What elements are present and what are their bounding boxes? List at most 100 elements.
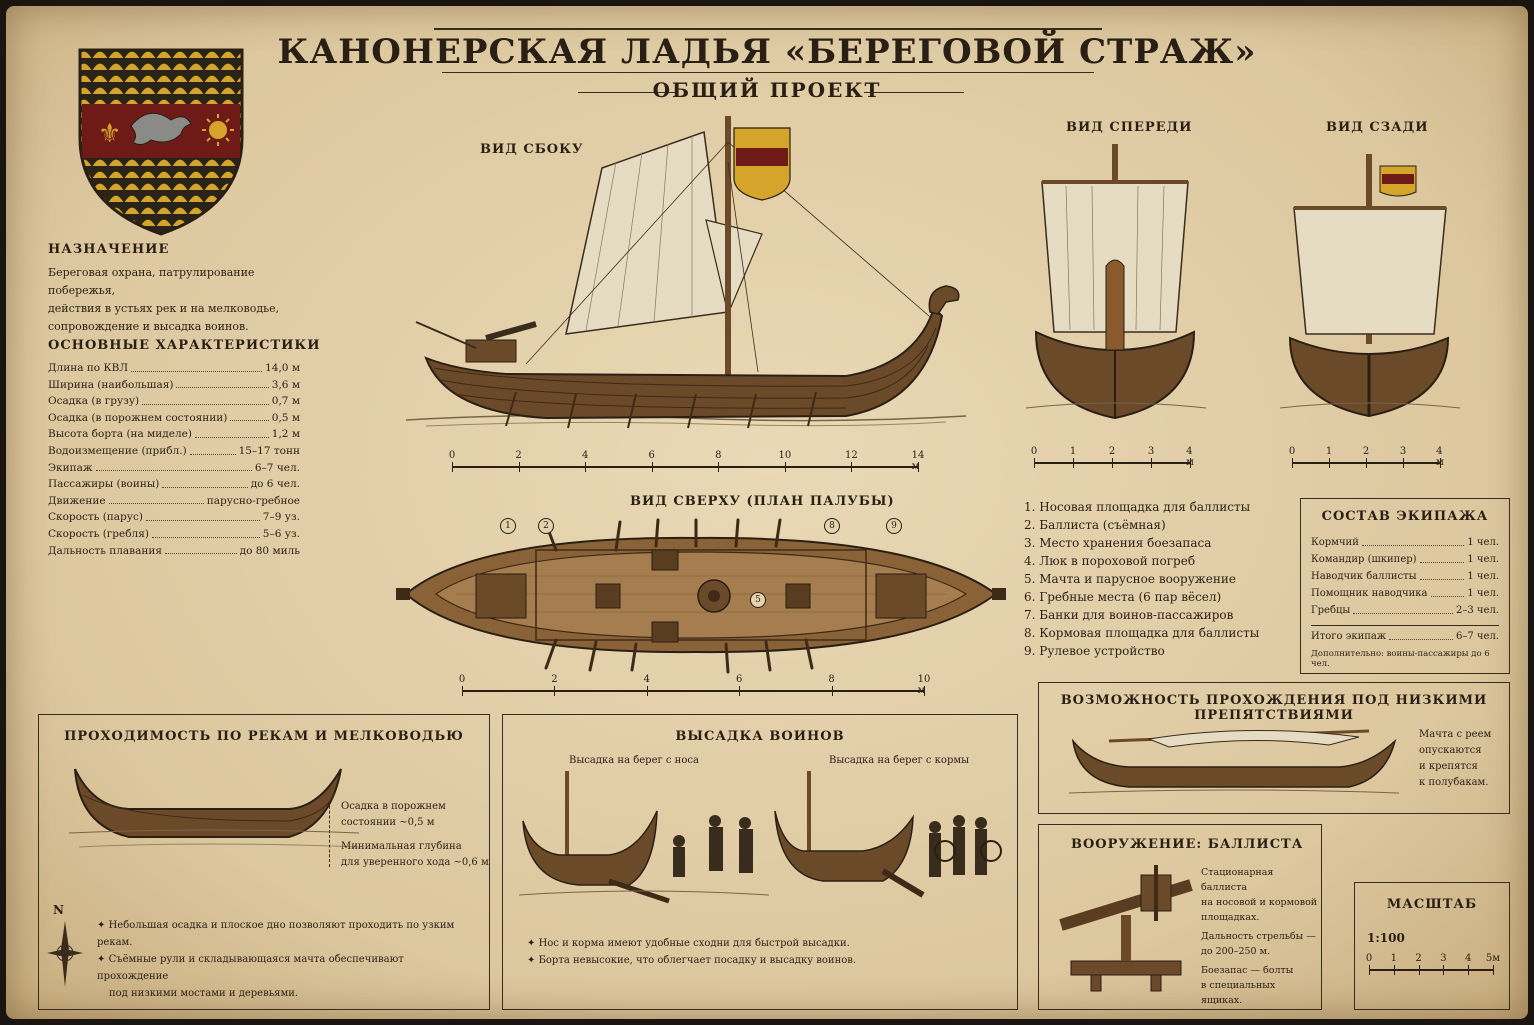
spec-value: 6–7 чел. — [254, 461, 300, 474]
legend-item: 2. Баллиста (съёмная) — [1024, 518, 1166, 532]
spec-label: Водоизмещение (прибл.) — [48, 444, 187, 457]
scale-tick-label: 0 — [1288, 446, 1296, 457]
purpose-line: действия в устьях рек и на мелководье, — [48, 302, 280, 315]
landing-bow-label: Высадка на берег с носа — [569, 755, 699, 766]
rear-view-label: ВИД СЗАДИ — [1326, 120, 1429, 135]
spec-label: Экипаж — [48, 461, 93, 474]
scale-tick — [651, 462, 653, 472]
spec-value: 7–9 уз. — [262, 511, 300, 524]
spec-row: Скорость (парус)7–9 уз. — [48, 509, 300, 526]
legend-item: 9. Рулевое устройство — [1024, 644, 1165, 658]
specs-heading: ОСНОВНЫЕ ХАРАКТЕРИСТИКИ — [48, 338, 321, 353]
side-view-label: ВИД СБОКУ — [480, 142, 584, 157]
rivers-bullet-item: ✦ Небольшая осадка и плоское дно позволя… — [97, 920, 455, 948]
landing-bow-drawing — [518, 771, 770, 904]
scale-tick — [585, 462, 587, 472]
spec-label: Скорость (гребля) — [48, 527, 149, 540]
low-obstacles-boat-drawing — [1068, 729, 1400, 794]
scale-tick — [1034, 458, 1035, 468]
spec-label: Дальность плавания — [48, 544, 162, 557]
scale-tick — [554, 686, 556, 696]
scale-tick — [739, 686, 741, 696]
scale-tick-label: 1 — [1069, 446, 1077, 457]
crew-heading: СОСТАВ ЭКИПАЖА — [1321, 509, 1489, 524]
blueprint-sheet: КАНОНЕРСКАЯ ЛАДЬЯ «БЕРЕГОВОЙ СТРАЖ» ОБЩИ… — [6, 6, 1528, 1019]
compass-north-label: N — [53, 903, 64, 917]
scale-tick — [452, 462, 453, 472]
low-obstacles-heading: ВОЗМОЖНОСТЬ ПРОХОЖДЕНИЯ ПОД НИЗКИМИ ПРЕП… — [1060, 693, 1488, 723]
spec-label: Осадка (в порожнем состоянии) — [48, 411, 228, 424]
svg-text:⚜: ⚜ — [98, 119, 121, 149]
spec-value: 3,6 м — [271, 378, 300, 391]
scale-tick-label: 2 — [515, 450, 522, 461]
landing-bullets: ✦ Нос и корма имеют удобные сходни для б… — [527, 935, 997, 969]
ballista-line: площадках. — [1201, 912, 1260, 923]
side-view-drawing — [405, 116, 967, 429]
draft-note: Осадка в порожнем состоянии ~0,5 м — [341, 799, 446, 831]
scale-tick — [918, 462, 919, 472]
rivers-heading: ПРОХОДИМОСТЬ ПО РЕКАМ И МЕЛКОВОДЬЮ — [64, 729, 464, 744]
ballista-drawing — [1059, 865, 1193, 992]
scale-tick-label: 8 — [828, 674, 835, 685]
scale-tick — [646, 686, 648, 696]
scale-tick — [1329, 458, 1330, 468]
scale-tick — [1366, 458, 1367, 468]
legend-item: 6. Гребные места (6 пар вёсел) — [1024, 590, 1222, 604]
page-subtitle: ОБЩИЙ ПРОЕКТ — [652, 78, 882, 102]
scale-tick — [1418, 965, 1420, 975]
low-obstacles-line: опускаются — [1419, 745, 1482, 756]
spec-row: Осадка (в порожнем состоянии)0,5 м — [48, 410, 300, 427]
scale-tick — [1440, 458, 1441, 468]
rivers-bullet-item: ✦ Съёмные рули и складывающаяся мачта об… — [97, 954, 404, 982]
plan-marker: 8 — [824, 518, 840, 534]
scale-tick-label: 4 — [643, 674, 650, 685]
spec-row: Ширина (наибольшая)3,6 м — [48, 377, 300, 394]
plan-marker: 5 — [750, 592, 766, 608]
purpose-line: Береговая охрана, патрулирование побереж… — [48, 266, 255, 297]
scale-tick — [1073, 458, 1074, 468]
ballista-note: Стационарная баллиста на носовой и кормо… — [1201, 865, 1319, 1008]
scale-line — [462, 690, 924, 692]
ballista-line: Боезапас — болты — [1201, 965, 1294, 976]
scale-tick — [718, 462, 720, 472]
scale-line — [1369, 969, 1493, 971]
low-obstacles-line: и крепятся — [1419, 761, 1478, 772]
scale-tick — [1393, 965, 1395, 975]
draft-dimension-line — [329, 801, 331, 867]
crew-role: Гребцы — [1311, 605, 1351, 616]
scale-tick — [1403, 458, 1404, 468]
scale-line — [452, 466, 918, 468]
spec-row: Осадка (в грузу)0,7 м — [48, 393, 300, 410]
crew-count: 1 чел. — [1467, 537, 1499, 548]
coat-of-arms-icon: ⚜ — [78, 48, 244, 236]
spec-value: 15–17 тонн — [238, 444, 300, 457]
low-obstacles-line: к полубакам. — [1419, 777, 1489, 788]
plan-marker: 2 — [538, 518, 554, 534]
landing-stern-label: Высадка на берег с кормы — [829, 755, 970, 766]
crew-note: Дополнительно: воины-пассажиры до 6 чел. — [1311, 649, 1490, 669]
crew-role: Наводчик баллисты — [1311, 571, 1417, 582]
scale-tick — [1112, 458, 1113, 468]
legend-item: 3. Место хранения боезапаса — [1024, 536, 1212, 550]
scale-tick-label: 2 — [1415, 953, 1422, 964]
scale-tick-label: 14 м — [911, 450, 925, 472]
low-obstacles-line: Мачта с реем — [1419, 729, 1492, 740]
spec-value: до 80 миль — [239, 544, 300, 557]
ballista-line: в специальных ящиках. — [1201, 980, 1276, 1006]
ballista-heading: ВООРУЖЕНИЕ: БАЛЛИСТА — [1071, 837, 1304, 852]
ballista-line: Дальность стрельбы — — [1201, 931, 1316, 942]
scale-tick-label: 10 — [778, 450, 792, 461]
page-title: КАНОНЕРСКАЯ ЛАДЬЯ «БЕРЕГОВОЙ СТРАЖ» — [277, 32, 1257, 72]
crew-role: Командир (шкипер) — [1311, 554, 1417, 565]
scale-tick-label: 1 — [1325, 446, 1333, 457]
spec-row: Водоизмещение (прибл.) 15–17 тонн — [48, 443, 300, 460]
spec-row: Пассажиры (воины)до 6 чел. — [48, 476, 300, 493]
scale-tick-label: 4 — [1465, 953, 1472, 964]
scale-tick-label: 0 — [1365, 953, 1373, 964]
scale-tick-label: 2 — [1362, 446, 1370, 457]
crew-total-label: Итого экипаж — [1311, 631, 1387, 642]
rivers-box: ПРОХОДИМОСТЬ ПО РЕКАМ И МЕЛКОВОДЬЮ Осадк… — [38, 714, 490, 1010]
depth-line: Минимальная глубина — [341, 841, 462, 852]
